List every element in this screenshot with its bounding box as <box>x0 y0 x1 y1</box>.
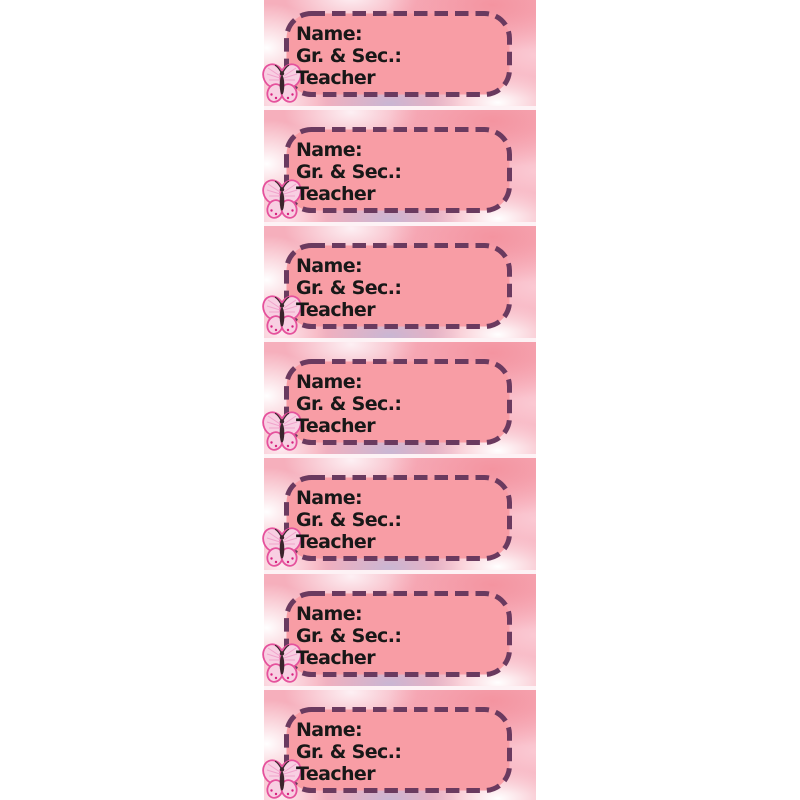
name-label-card: Name: Gr. & Sec.: Teacher <box>284 359 512 445</box>
label-tile: Name: Gr. & Sec.: Teacher <box>262 574 536 686</box>
label-tile: Name: Gr. & Sec.: Teacher <box>262 342 536 454</box>
grade-section-field-label: Gr. & Sec.: <box>296 509 402 531</box>
label-tile: Name: Gr. & Sec.: Teacher <box>262 110 536 222</box>
label-tile: Name: Gr. & Sec.: Teacher <box>262 690 536 800</box>
teacher-field-label: Teacher <box>296 299 376 321</box>
name-field-label: Name: <box>296 139 363 161</box>
name-label-card: Name: Gr. & Sec.: Teacher <box>284 591 512 677</box>
name-field-label: Name: <box>296 255 363 277</box>
name-field-label: Name: <box>296 371 363 393</box>
label-sheet-strip: Name: Gr. & Sec.: Teacher Name: Gr. & Se… <box>262 0 536 800</box>
name-field-label: Name: <box>296 23 363 45</box>
label-tile: Name: Gr. & Sec.: Teacher <box>262 458 536 570</box>
label-tile: Name: Gr. & Sec.: Teacher <box>262 226 536 338</box>
name-label-card: Name: Gr. & Sec.: Teacher <box>284 11 512 97</box>
grade-section-field-label: Gr. & Sec.: <box>296 161 402 183</box>
teacher-field-label: Teacher <box>296 531 376 553</box>
name-label-card: Name: Gr. & Sec.: Teacher <box>284 243 512 329</box>
grade-section-field-label: Gr. & Sec.: <box>296 393 402 415</box>
grade-section-field-label: Gr. & Sec.: <box>296 45 402 67</box>
name-field-label: Name: <box>296 487 363 509</box>
teacher-field-label: Teacher <box>296 763 376 785</box>
teacher-field-label: Teacher <box>296 647 376 669</box>
grade-section-field-label: Gr. & Sec.: <box>296 625 402 647</box>
name-field-label: Name: <box>296 719 363 741</box>
grade-section-field-label: Gr. & Sec.: <box>296 741 402 763</box>
teacher-field-label: Teacher <box>296 183 376 205</box>
name-field-label: Name: <box>296 603 363 625</box>
teacher-field-label: Teacher <box>296 415 376 437</box>
name-label-card: Name: Gr. & Sec.: Teacher <box>284 475 512 561</box>
name-label-card: Name: Gr. & Sec.: Teacher <box>284 707 512 793</box>
name-label-card: Name: Gr. & Sec.: Teacher <box>284 127 512 213</box>
teacher-field-label: Teacher <box>296 67 376 89</box>
label-tile: Name: Gr. & Sec.: Teacher <box>262 0 536 106</box>
grade-section-field-label: Gr. & Sec.: <box>296 277 402 299</box>
